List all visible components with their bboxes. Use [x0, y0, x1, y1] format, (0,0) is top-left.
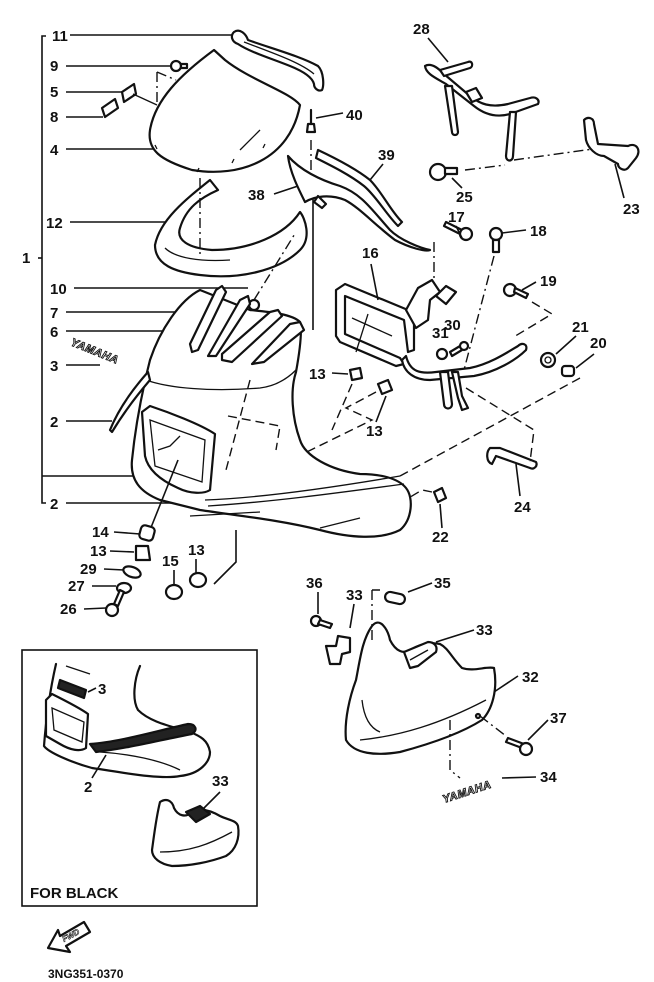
grommet-part-20: 20: [399, 335, 607, 477]
callout-33-a: 33: [346, 587, 363, 604]
callout-31: 31: [432, 325, 449, 342]
callout-15: 15: [162, 553, 179, 570]
label-part-33-b: 33: [435, 622, 493, 643]
callout-35: 35: [434, 575, 451, 592]
windshield-trim-part-11: [230, 29, 325, 92]
under-cowl-part-32: 32: [344, 621, 539, 755]
side-panel-part-2-upper: [108, 370, 152, 434]
callout-7: 7: [50, 305, 58, 322]
callout-9: 9: [50, 58, 58, 75]
callout-13-a: 13: [309, 366, 326, 383]
decal-part-3: YAMAHA: [68, 336, 120, 367]
trim-part-12: [153, 178, 308, 278]
callout-24: 24: [514, 499, 531, 516]
callout-27: 27: [68, 578, 85, 595]
decal-part-8: [100, 97, 120, 119]
callout-26: 26: [60, 601, 77, 618]
grommet-part-13-a: 13: [309, 366, 364, 431]
callout-23: 23: [623, 201, 640, 218]
callout-11: 11: [52, 28, 68, 45]
callout-6: 6: [50, 324, 58, 341]
stay-part-24: 24: [465, 387, 538, 516]
windshield: [148, 48, 302, 173]
callout-4: 4: [50, 142, 59, 159]
grommet-part-35: 35: [371, 575, 451, 640]
grommet-part-13-b: 13: [269, 378, 394, 471]
callout-3: 3: [50, 358, 58, 375]
callout-16: 16: [362, 245, 379, 262]
callout-37: 37: [550, 710, 567, 727]
callout-14: 14: [92, 524, 109, 541]
fwd-arrow: FWD: [46, 920, 92, 954]
callout-22: 22: [432, 529, 449, 546]
callout-13-d: 13: [188, 542, 205, 559]
callout-36: 36: [306, 575, 323, 592]
callout-30: 30: [444, 317, 461, 334]
bolt-part-26: [104, 602, 120, 618]
callout-38: 38: [248, 187, 265, 204]
yamaha-decal-34: YAMAHA: [441, 779, 493, 806]
decal-part-5: [120, 82, 158, 106]
callout-20: 20: [590, 335, 607, 352]
bracket-part-33-a: 33: [324, 587, 363, 666]
grommet-part-13-c: [134, 544, 152, 562]
callout-13-c: 13: [90, 543, 107, 560]
stay-part-16: 16: [334, 245, 458, 368]
callout-17: 17: [448, 209, 465, 226]
bolt-part-17: 17: [433, 209, 474, 300]
callout-32: 32: [522, 669, 539, 686]
grommet-part-13-d: [188, 571, 208, 589]
screw-part-36: 36: [306, 575, 334, 630]
callout-1: 1: [22, 250, 30, 267]
main-cowling-part-2: [130, 288, 412, 538]
screw-part-37: 37: [479, 710, 567, 757]
inset-for-black: 3 2 33 FOR BLACK: [21, 649, 258, 907]
callout-19: 19: [540, 273, 557, 290]
callout-21: 21: [572, 319, 589, 336]
inset-callout-2: 2: [84, 779, 92, 796]
callout-28: 28: [413, 21, 430, 38]
bolt-part-18: 18: [463, 223, 547, 371]
stay-rod: [400, 342, 528, 412]
callout-18: 18: [530, 223, 547, 240]
yamaha-decal-3: YAMAHA: [69, 337, 120, 367]
bolt-part-25: 25: [428, 147, 601, 206]
callout-2-upper: 2: [50, 414, 58, 431]
stay-part-38: 38: [248, 154, 432, 252]
callout-33-b: 33: [476, 622, 493, 639]
washer-part-29: [122, 565, 142, 579]
collar-part-31: 31: [432, 325, 449, 361]
callout-25: 25: [456, 189, 473, 206]
callout-8: 8: [50, 109, 58, 126]
callout-10: 10: [50, 281, 67, 298]
inset-callout-33: 33: [212, 773, 229, 790]
callout-40: 40: [346, 107, 363, 124]
screw-part-9: [156, 59, 189, 105]
screw-part-30: 30: [444, 317, 470, 358]
callout-29: 29: [80, 561, 97, 578]
callout-39: 39: [378, 147, 395, 164]
bracket-part-23: 23: [582, 116, 640, 218]
callout-34: 34: [540, 769, 557, 786]
collar-part-15: [164, 583, 184, 601]
hardware-lower-left: 14 13 29 27 26 15 13: [60, 459, 237, 618]
rivet-part-40: 40: [305, 107, 363, 330]
callout-12: 12: [46, 215, 63, 232]
callout-13-b: 13: [366, 423, 383, 440]
callout-2-lower: 2: [50, 496, 58, 513]
bolt-part-19: 19: [502, 273, 557, 339]
duct-parts-6-7: [188, 284, 306, 366]
stay-part-39: 39: [314, 147, 404, 228]
collar-part-21: 21: [539, 319, 589, 369]
callout-5: 5: [50, 84, 58, 101]
inset-frame: [21, 649, 258, 907]
group-bracket: 1: [22, 35, 46, 504]
inset-callout-3: 3: [98, 681, 106, 698]
diagram-code: 3NG351-0370: [48, 967, 124, 981]
inset-caption: FOR BLACK: [30, 885, 118, 902]
bracket-part-28: 28: [413, 21, 540, 162]
collar-part-14: [138, 524, 156, 542]
